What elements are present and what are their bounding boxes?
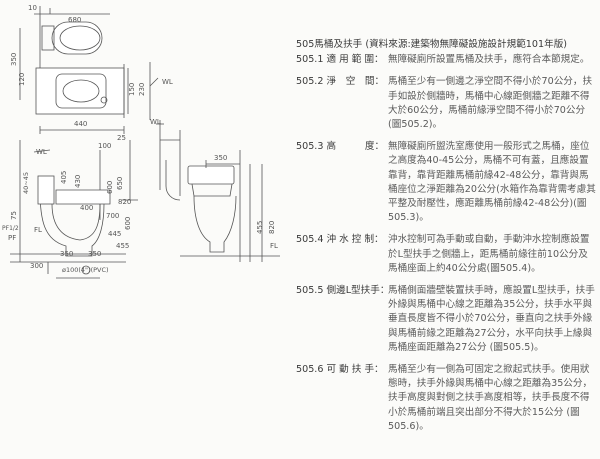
side-label-fl: FL [34,226,42,234]
side-dim-820: 820 [118,198,131,206]
spec-item-text: 無障礙廁所盥洗室應使用一般形式之馬桶，座位之高度為40-45公分，馬桶不可有蓋，… [388,141,596,224]
side-dim-300: 300 [30,262,43,270]
side-dim-350: 350 [88,250,101,258]
side-label-pf12: PF1/2 [2,225,19,232]
plan-dim-230: 230 [138,83,146,96]
toilet-technical-drawing: 10 680 350 120 440 25 150 230 WL WL 100 … [2,4,280,279]
spec-item-text: 馬桶至少有一側邊之淨空間不得小於70公分，扶手如設於側牆時，馬桶中心線距側牆之距… [388,76,593,131]
spec-item-label: 505.5 側邊L型扶手： [296,285,390,297]
side-dim-40-45: 40~45 [22,172,30,194]
side-dim-650: 650 [116,177,124,190]
front-dim-820: 820 [268,221,276,234]
plan-dim-10: 10 [28,4,37,12]
side-label-pf: PF [8,234,16,242]
side-dim-445: 445 [108,230,121,238]
plan-label-wl: WL [162,78,173,86]
side-dim-350b: 350 [60,250,73,258]
spec-item-text: 沖水控制可為手動或自動，手動沖水控制應設置於L型扶手之側牆上，距馬桶前緣往前10… [388,234,590,274]
spec-item-505-6: 505.6 可 動 扶 手： 馬桶至少有一側為可固定之掀起式扶手。使用狀態時，扶… [296,363,596,434]
plan-dim-350: 350 [10,53,18,66]
spec-item-505-2: 505.2 淨 空 間： 馬桶至少有一側邊之淨空間不得小於70公分，扶手如設於側… [296,75,596,132]
side-dim-600b: 600 [124,217,132,230]
plan-view: 10 680 350 120 440 25 150 230 WL [10,4,173,142]
spec-title: 505馬桶及扶手 (資料來源:建築物無障礙設施設計規範101年版) [296,39,568,50]
spec-item-label: 505.6 可 動 扶 手： [296,364,384,376]
spec-item-label: 505.2 淨 空 間： [296,76,385,88]
plan-dim-25: 25 [117,134,126,142]
spec-panel: 505馬桶及扶手 (資料來源:建築物無障礙設施設計規範101年版) 505.1 … [296,38,596,434]
front-dim-455: 455 [256,221,264,234]
spec-item-505-1: 505.1 適 用 範 圍： 無障礙廁所設置馬桶及扶手，應符合本節規定。 [296,53,596,67]
side-dim-700: 700 [106,212,119,220]
side-elevation: WL 100 40~45 405 430 600 650 600 FL PF 7… [2,140,138,279]
spec-item-text: 無障礙廁所設置馬桶及扶手，應符合本節規定。 [388,54,590,66]
plan-dim-120: 120 [18,73,26,86]
spec-item-505-5: 505.5 側邊L型扶手： 馬桶側面牆壁裝置扶手時，應設置L型扶手，扶手外緣與馬… [296,284,596,355]
spec-item-label: 505.1 適 用 範 圍： [296,54,384,66]
spec-item-505-3: 505.3 高 度： 無障礙廁所盥洗室應使用一般形式之馬桶，座位之高度為40-4… [296,140,596,225]
plan-dim-440: 440 [74,120,87,128]
spec-item-text: 馬桶側面牆壁裝置扶手時，應設置L型扶手，扶手外緣與馬桶中心線之距離為35公分，扶… [388,285,595,353]
side-dim-75: 75 [10,211,18,220]
side-dim-430: 430 [74,175,82,188]
front-dim-350: 350 [214,154,227,162]
side-dim-405: 405 [60,171,68,184]
spec-item-label: 505.3 高 度： [296,141,385,153]
spec-item-505-4: 505.4 沖 水 控 制： 沖水控制可為手動或自動，手動沖水控制應設置於L型扶… [296,233,596,276]
side-label-wl: WL [36,148,47,156]
spec-item-text: 馬桶至少有一側為可固定之掀起式扶手。使用狀態時，扶手外緣與馬桶中心線之距離為35… [388,364,593,432]
front-elevation: 350 455 820 WL FL [150,118,280,262]
side-dim-100: 100 [98,142,111,150]
side-dim-600: 600 [106,181,114,194]
plan-dim-150: 150 [128,83,136,96]
side-label-pipe: ø100(4")(PVC) [62,266,109,274]
spec-item-label: 505.4 沖 水 控 制： [296,234,384,246]
front-label-fl: FL [270,242,278,250]
side-dim-455: 455 [116,242,129,250]
front-label-wl: WL [150,118,161,126]
plan-dim-680: 680 [68,16,81,24]
side-dim-400: 400 [80,204,93,212]
